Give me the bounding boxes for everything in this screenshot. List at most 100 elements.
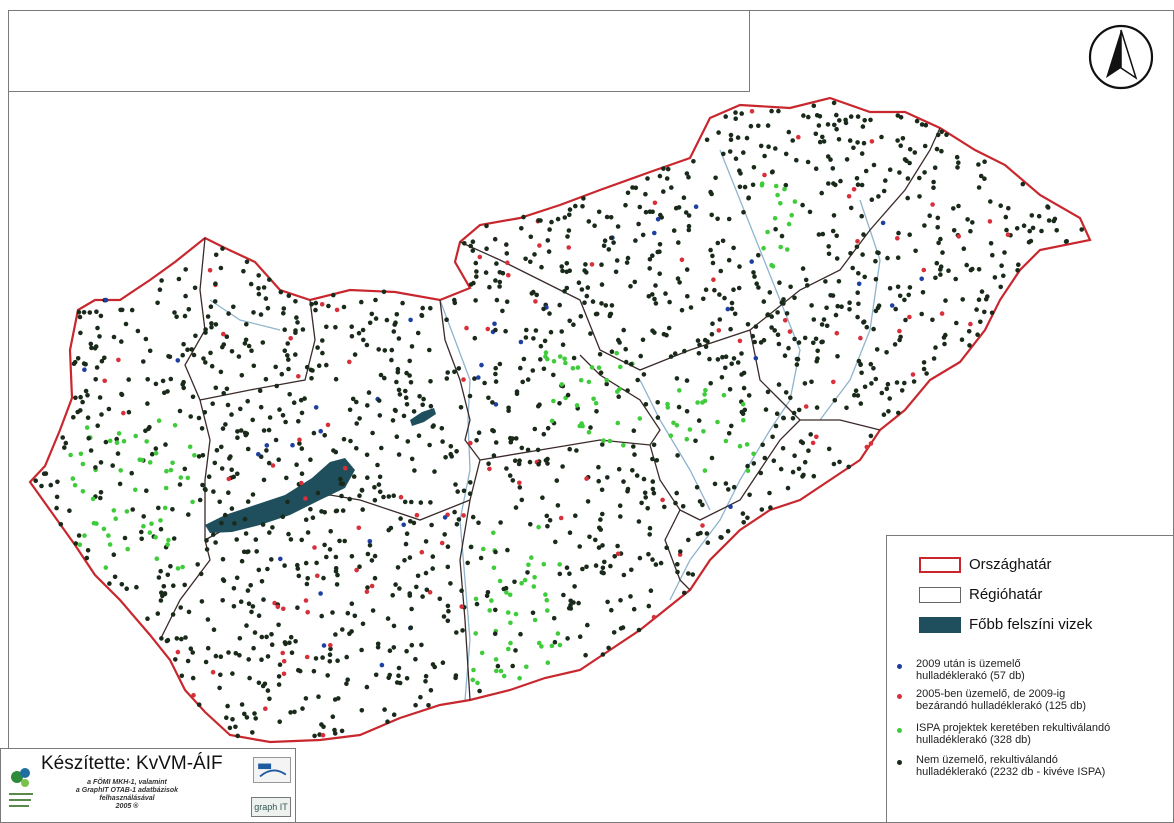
landfill-point [84, 425, 90, 430]
landfill-point [39, 483, 44, 489]
landfill-point [232, 521, 237, 526]
landfill-point [376, 482, 382, 487]
landfill-point [990, 252, 995, 258]
country-border [28, 96, 1092, 744]
landfill-point [281, 311, 286, 316]
landfill-point [923, 122, 929, 128]
landfill-point [404, 676, 410, 681]
landfill-point [792, 199, 798, 204]
legend-label: Régióhatár [969, 586, 1043, 603]
landfill-point [576, 280, 582, 286]
landfill-point [615, 543, 620, 549]
landfill-point [206, 474, 212, 480]
landfill-point [288, 710, 293, 715]
landfill-point [665, 166, 671, 172]
landfill-point [759, 181, 765, 186]
landfill-point [741, 370, 747, 376]
landfill-point [244, 259, 250, 265]
landfill-point [245, 446, 251, 452]
landfill-point [614, 258, 620, 263]
landfill-point [270, 463, 276, 468]
landfill-point [276, 457, 282, 463]
landfill-point [408, 380, 414, 385]
landfill-point [174, 314, 179, 320]
landfill-point [959, 337, 965, 343]
landfill-point [855, 140, 860, 145]
legend-point-line2: hulladéklerakó (57 db) [916, 670, 1025, 682]
landfill-point [1026, 239, 1032, 245]
landfill-point [658, 560, 664, 566]
landfill-point [936, 240, 941, 246]
landfill-point [754, 281, 759, 287]
legend: Országhatár Régióhatár Főbb felszíni viz… [886, 535, 1174, 823]
landfill-point [625, 388, 630, 393]
landfill-point [243, 531, 249, 536]
landfill-point [359, 647, 364, 653]
landfill-point [170, 507, 175, 512]
landfill-point [1002, 250, 1007, 255]
landfill-point [188, 414, 193, 419]
credit-line: 2005 ® [115, 803, 139, 810]
landfill-point [396, 387, 402, 393]
landfill-point [746, 195, 751, 200]
landfill-point [956, 203, 961, 209]
landfill-point [110, 463, 115, 468]
landfill-point [740, 402, 746, 407]
landfill-point [396, 665, 402, 671]
landfill-point [167, 354, 173, 360]
landfill-point [85, 548, 91, 553]
landfill-point [250, 730, 255, 735]
landfill-point [623, 202, 628, 208]
landfill-point [364, 342, 370, 348]
landfill-point [325, 673, 331, 678]
landfill-point [181, 341, 186, 347]
landfill-point [254, 549, 259, 554]
landfill-point [513, 648, 518, 653]
landfill-point [106, 406, 112, 412]
landfill-point [370, 608, 376, 613]
landfill-point [287, 640, 292, 646]
landfill-point [745, 515, 750, 521]
landfill-point [703, 287, 709, 293]
landfill-point [235, 429, 240, 434]
landfill-point [546, 249, 552, 254]
landfill-point [318, 428, 324, 434]
landfill-point [1063, 239, 1069, 244]
landfill-point [823, 279, 828, 284]
landfill-point [541, 561, 547, 567]
landfill-point [94, 309, 99, 315]
landfill-point [72, 482, 78, 488]
landfill-point [220, 598, 225, 603]
landfill-point [643, 209, 649, 215]
landfill-point [365, 403, 370, 408]
landfill-point [609, 303, 615, 308]
landfill-point [943, 332, 948, 338]
landfill-point [239, 373, 245, 378]
landfill-point [858, 335, 863, 341]
landfill-point [200, 482, 205, 488]
landfill-point [312, 733, 317, 739]
landfill-point [686, 174, 691, 180]
landfill-point [790, 469, 796, 475]
landfill-point [557, 571, 563, 577]
landfill-point [439, 540, 445, 546]
landfill-point [233, 724, 238, 730]
landfill-point [409, 456, 415, 462]
landfill-point [532, 575, 537, 580]
landfill-point [638, 353, 643, 359]
landfill-point [599, 282, 605, 287]
landfill-point [645, 506, 650, 511]
landfill-point [868, 433, 874, 439]
landfill-point [473, 631, 479, 636]
landfill-point [122, 535, 128, 541]
landfill-point [744, 442, 750, 447]
landfill-point [475, 680, 480, 686]
landfill-point [403, 388, 408, 394]
landfill-point [894, 380, 900, 385]
landfill-point [760, 442, 765, 448]
landfill-point [666, 325, 672, 331]
landfill-point [686, 227, 692, 233]
landfill-point [126, 377, 131, 382]
landfill-point [682, 590, 687, 596]
